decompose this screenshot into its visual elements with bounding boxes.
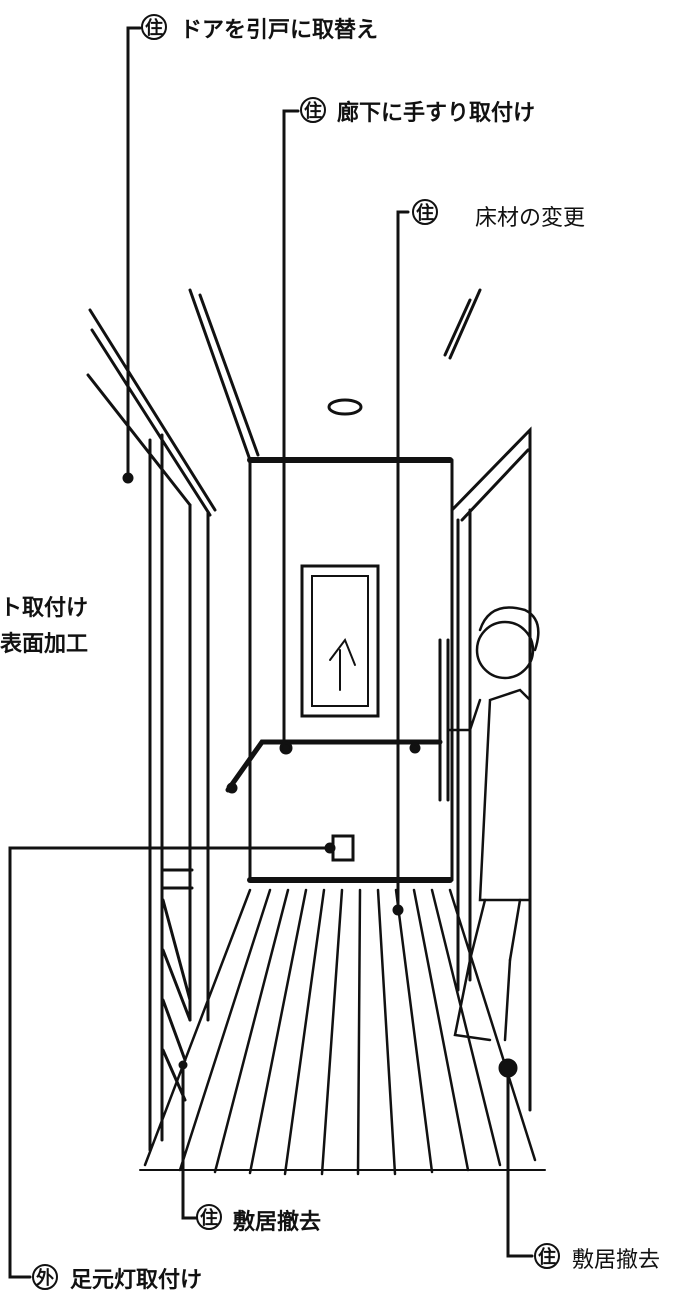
label-handrail: 廊下に手すり取付け bbox=[337, 101, 536, 126]
person-figure bbox=[446, 606, 540, 1042]
left-wall-lines bbox=[86, 308, 217, 517]
label-threshold-left: 敷居撤去 bbox=[233, 1210, 322, 1235]
badge-threshold-right: 住 bbox=[534, 1243, 560, 1269]
label-threshold-right: 敷居撤去 bbox=[572, 1248, 661, 1273]
label-floor: 床材の変更 bbox=[475, 206, 586, 231]
leader-threshold-right bbox=[506, 1066, 534, 1258]
leader-floor bbox=[396, 210, 410, 912]
right-door bbox=[450, 426, 532, 1112]
picture-frame bbox=[300, 564, 380, 718]
ceiling-left-edge bbox=[188, 288, 252, 462]
floor-boards bbox=[139, 888, 546, 1176]
ceiling-right-edge bbox=[448, 288, 482, 360]
badge-handrail: 住 bbox=[300, 97, 326, 123]
handrail bbox=[225, 739, 443, 793]
leader-door bbox=[126, 26, 142, 480]
leader-handrail bbox=[282, 109, 300, 747]
leader-footlight bbox=[8, 846, 332, 1279]
badge-floor: 住 bbox=[412, 199, 438, 225]
badge-door: 住 bbox=[141, 14, 167, 40]
badge-footlight: 外 bbox=[32, 1264, 58, 1290]
leader-threshold-left bbox=[181, 1063, 198, 1220]
label-door: ドアを引戸に取替え bbox=[180, 18, 379, 43]
label-footlight: 足元灯取付け bbox=[70, 1268, 203, 1293]
ceiling-light bbox=[327, 398, 363, 416]
label-left-partial-2: 表面加工 bbox=[0, 632, 89, 657]
footlight-box bbox=[331, 834, 355, 862]
badge-threshold-left: 住 bbox=[196, 1204, 222, 1230]
left-door-frame bbox=[148, 433, 210, 1152]
label-left-partial-1: ト取付け bbox=[0, 596, 89, 621]
